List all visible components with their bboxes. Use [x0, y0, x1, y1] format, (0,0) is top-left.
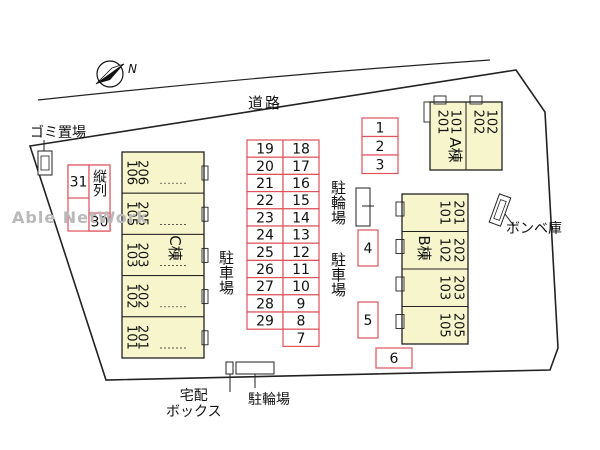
parking-slot-21-number: 21 — [256, 176, 274, 192]
unit-201: 201 — [135, 325, 150, 350]
unit-203: 203 — [135, 243, 150, 268]
parking-slot-16-number: 16 — [292, 176, 310, 192]
parking-tandem-slots: 31 30 — [67, 164, 111, 232]
unit-205: 205 — [135, 201, 150, 226]
parking-slot-9-number: 9 — [297, 296, 306, 312]
parking-slot-18-number: 18 — [292, 142, 310, 158]
parking-slot-29-number: 29 — [256, 314, 274, 330]
parking-slot-27-number: 27 — [256, 279, 274, 295]
parking-slot-12-number: 12 — [292, 245, 310, 261]
parking-slot-7 — [282, 328, 320, 348]
parking-slot-1-number: 1 — [376, 120, 385, 136]
parking-slot-15-number: 15 — [292, 193, 310, 209]
parking-slot-24-number: 24 — [256, 228, 274, 244]
parking-right-label: 駐車場 — [329, 252, 347, 297]
delivery-label: 宅配 ボックス — [166, 388, 222, 421]
bicycle-bottom-label: 駐輪場 — [248, 392, 290, 408]
parking-slot-3 — [361, 154, 399, 175]
parking-slot-4 — [357, 229, 379, 267]
building-c-label: C棟 — [166, 235, 184, 260]
parking-slot-4-number: 4 — [364, 241, 373, 257]
unit-101: 101 — [124, 325, 139, 350]
north-arrow-icon — [95, 60, 125, 88]
unit-105: 105 — [124, 201, 139, 226]
parking-slot-6-number: 6 — [390, 351, 399, 367]
parking-slot-14-number: 14 — [292, 210, 310, 226]
unit-b-101: 101 — [437, 200, 452, 225]
unit-a-101: 101 — [448, 110, 463, 135]
parking-single-slots: 4 5 6 — [357, 229, 413, 369]
unit-b-205: 205 — [451, 313, 466, 338]
bicycle-right-label: 駐輪場 — [329, 180, 347, 225]
building-b-label: B棟 — [415, 235, 433, 260]
watermark: Able NetWork — [12, 208, 149, 227]
parking-slot-2-number: 2 — [376, 139, 385, 155]
parking-slot-7-number: 7 — [297, 331, 306, 347]
parking-center-label: 駐車場 — [217, 250, 235, 295]
gas-label: ボンベ庫 — [506, 221, 562, 237]
unit-a-202: 202 — [471, 110, 486, 135]
parking-slot-19-number: 19 — [256, 142, 274, 158]
parking-slot-10-number: 10 — [292, 279, 310, 295]
parking-slot-3-number: 3 — [376, 157, 385, 173]
road-label: 道路 — [248, 94, 283, 112]
gas-cylinder-storage — [488, 193, 512, 227]
parking-slot-11-number: 11 — [292, 262, 310, 278]
parking-slot-31-number: 31 — [70, 175, 88, 191]
tandem-label: 縦列 — [91, 169, 107, 197]
parking-center-grid: 19 18 20 17 21 16 22 15 23 14 24 13 25 12 26 11 27 10 28 9 2… — [246, 139, 320, 348]
parking-top-slots: 1 2 3 — [361, 117, 399, 175]
parking-slot-20-number: 20 — [256, 159, 274, 175]
road-line — [37, 59, 491, 101]
unit-103: 103 — [124, 243, 139, 268]
unit-b-201: 201 — [451, 200, 466, 225]
unit-206: 206 — [135, 160, 150, 185]
bicycle-parking-bottom — [235, 361, 275, 375]
parking-slot-6 — [375, 347, 413, 369]
garbage-label: ゴミ置場 — [30, 125, 86, 141]
parking-slot-26-number: 26 — [256, 262, 274, 278]
parking-slot-17-number: 17 — [292, 159, 310, 175]
unit-b-105: 105 — [437, 313, 452, 338]
unit-a-102: 102 — [484, 110, 499, 135]
parking-slot-13-number: 13 — [292, 228, 310, 244]
unit-106: 106 — [124, 160, 139, 185]
unit-b-103: 103 — [437, 275, 452, 300]
parking-slot-23-number: 23 — [256, 210, 274, 226]
bicycle-parking-right — [355, 187, 371, 227]
unit-a-201: 201 — [435, 110, 450, 135]
unit-b-102: 102 — [437, 238, 452, 263]
unit-b-202: 202 — [451, 238, 466, 263]
parking-slot-8-number: 8 — [297, 314, 306, 330]
parking-slot-25-number: 25 — [256, 245, 274, 261]
delivery-box-shape — [225, 361, 234, 375]
parking-slot-5 — [357, 301, 379, 339]
parking-slot-22-number: 22 — [256, 193, 274, 209]
unit-202: 202 — [135, 284, 150, 309]
parking-slot-5-number: 5 — [364, 313, 373, 329]
parking-slot-30 — [88, 212, 111, 232]
parking-slot-28-number: 28 — [256, 296, 274, 312]
unit-b-203: 203 — [451, 275, 466, 300]
unit-102: 102 — [124, 284, 139, 309]
compass-label: N — [128, 62, 137, 76]
parking-slot-30-number: 30 — [91, 215, 109, 231]
building-a-label: A棟 — [446, 137, 464, 162]
